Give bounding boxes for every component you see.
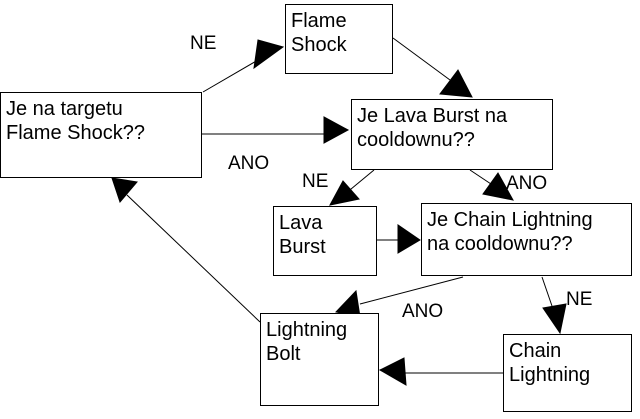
arrowhead-flame-shock: [253, 39, 285, 70]
node-flame-shock: Flame Shock: [285, 4, 393, 74]
arrowhead-lightning-bolt-right: [378, 357, 407, 386]
edge-label-ne: NE: [190, 33, 217, 54]
arrowhead-chain-cd-left: [397, 224, 421, 254]
arrow-chain-cd-to-lightning-bolt: [359, 276, 464, 305]
arrowhead-chain-lightning: [542, 303, 567, 335]
node-chain-lightning: Chain Lightning: [503, 334, 632, 412]
node-target-has-flame-shock: Je na targetu Flame Shock??: [0, 92, 202, 178]
arrowhead-lava-cd-left: [323, 116, 350, 144]
arrowhead-lava-cd-top: [439, 69, 473, 98]
edge-label-ano: ANO: [506, 173, 548, 194]
edge-label-ano: ANO: [228, 153, 270, 174]
edge-label-ano: ANO: [402, 301, 444, 322]
arrowhead-chain-cd-top: [482, 172, 514, 201]
arrow-lava-cd-to-chain-cd: [469, 169, 495, 187]
arrow-flame-shock-to-lava-cd: [392, 37, 451, 81]
arrow-lightning-bolt-to-target: [126, 194, 261, 323]
node-chain-lightning-cooldown: Je Chain Lightning na cooldownu??: [421, 203, 632, 276]
node-lightning-bolt: Lightning Bolt: [260, 313, 379, 406]
edge-label-ne: NE: [566, 289, 593, 310]
arrowhead-target: [111, 177, 138, 203]
arrowhead-lava-burst: [329, 180, 360, 206]
node-lava-burst: Lava Burst: [273, 206, 377, 276]
node-lava-burst-cooldown: Je Lava Burst na cooldownu??: [351, 99, 553, 170]
edge-label-ne: NE: [302, 171, 329, 192]
arrow-chain-cd-to-chain-lightning: [541, 276, 553, 307]
arrow-target-to-flame-shock: [202, 59, 259, 93]
